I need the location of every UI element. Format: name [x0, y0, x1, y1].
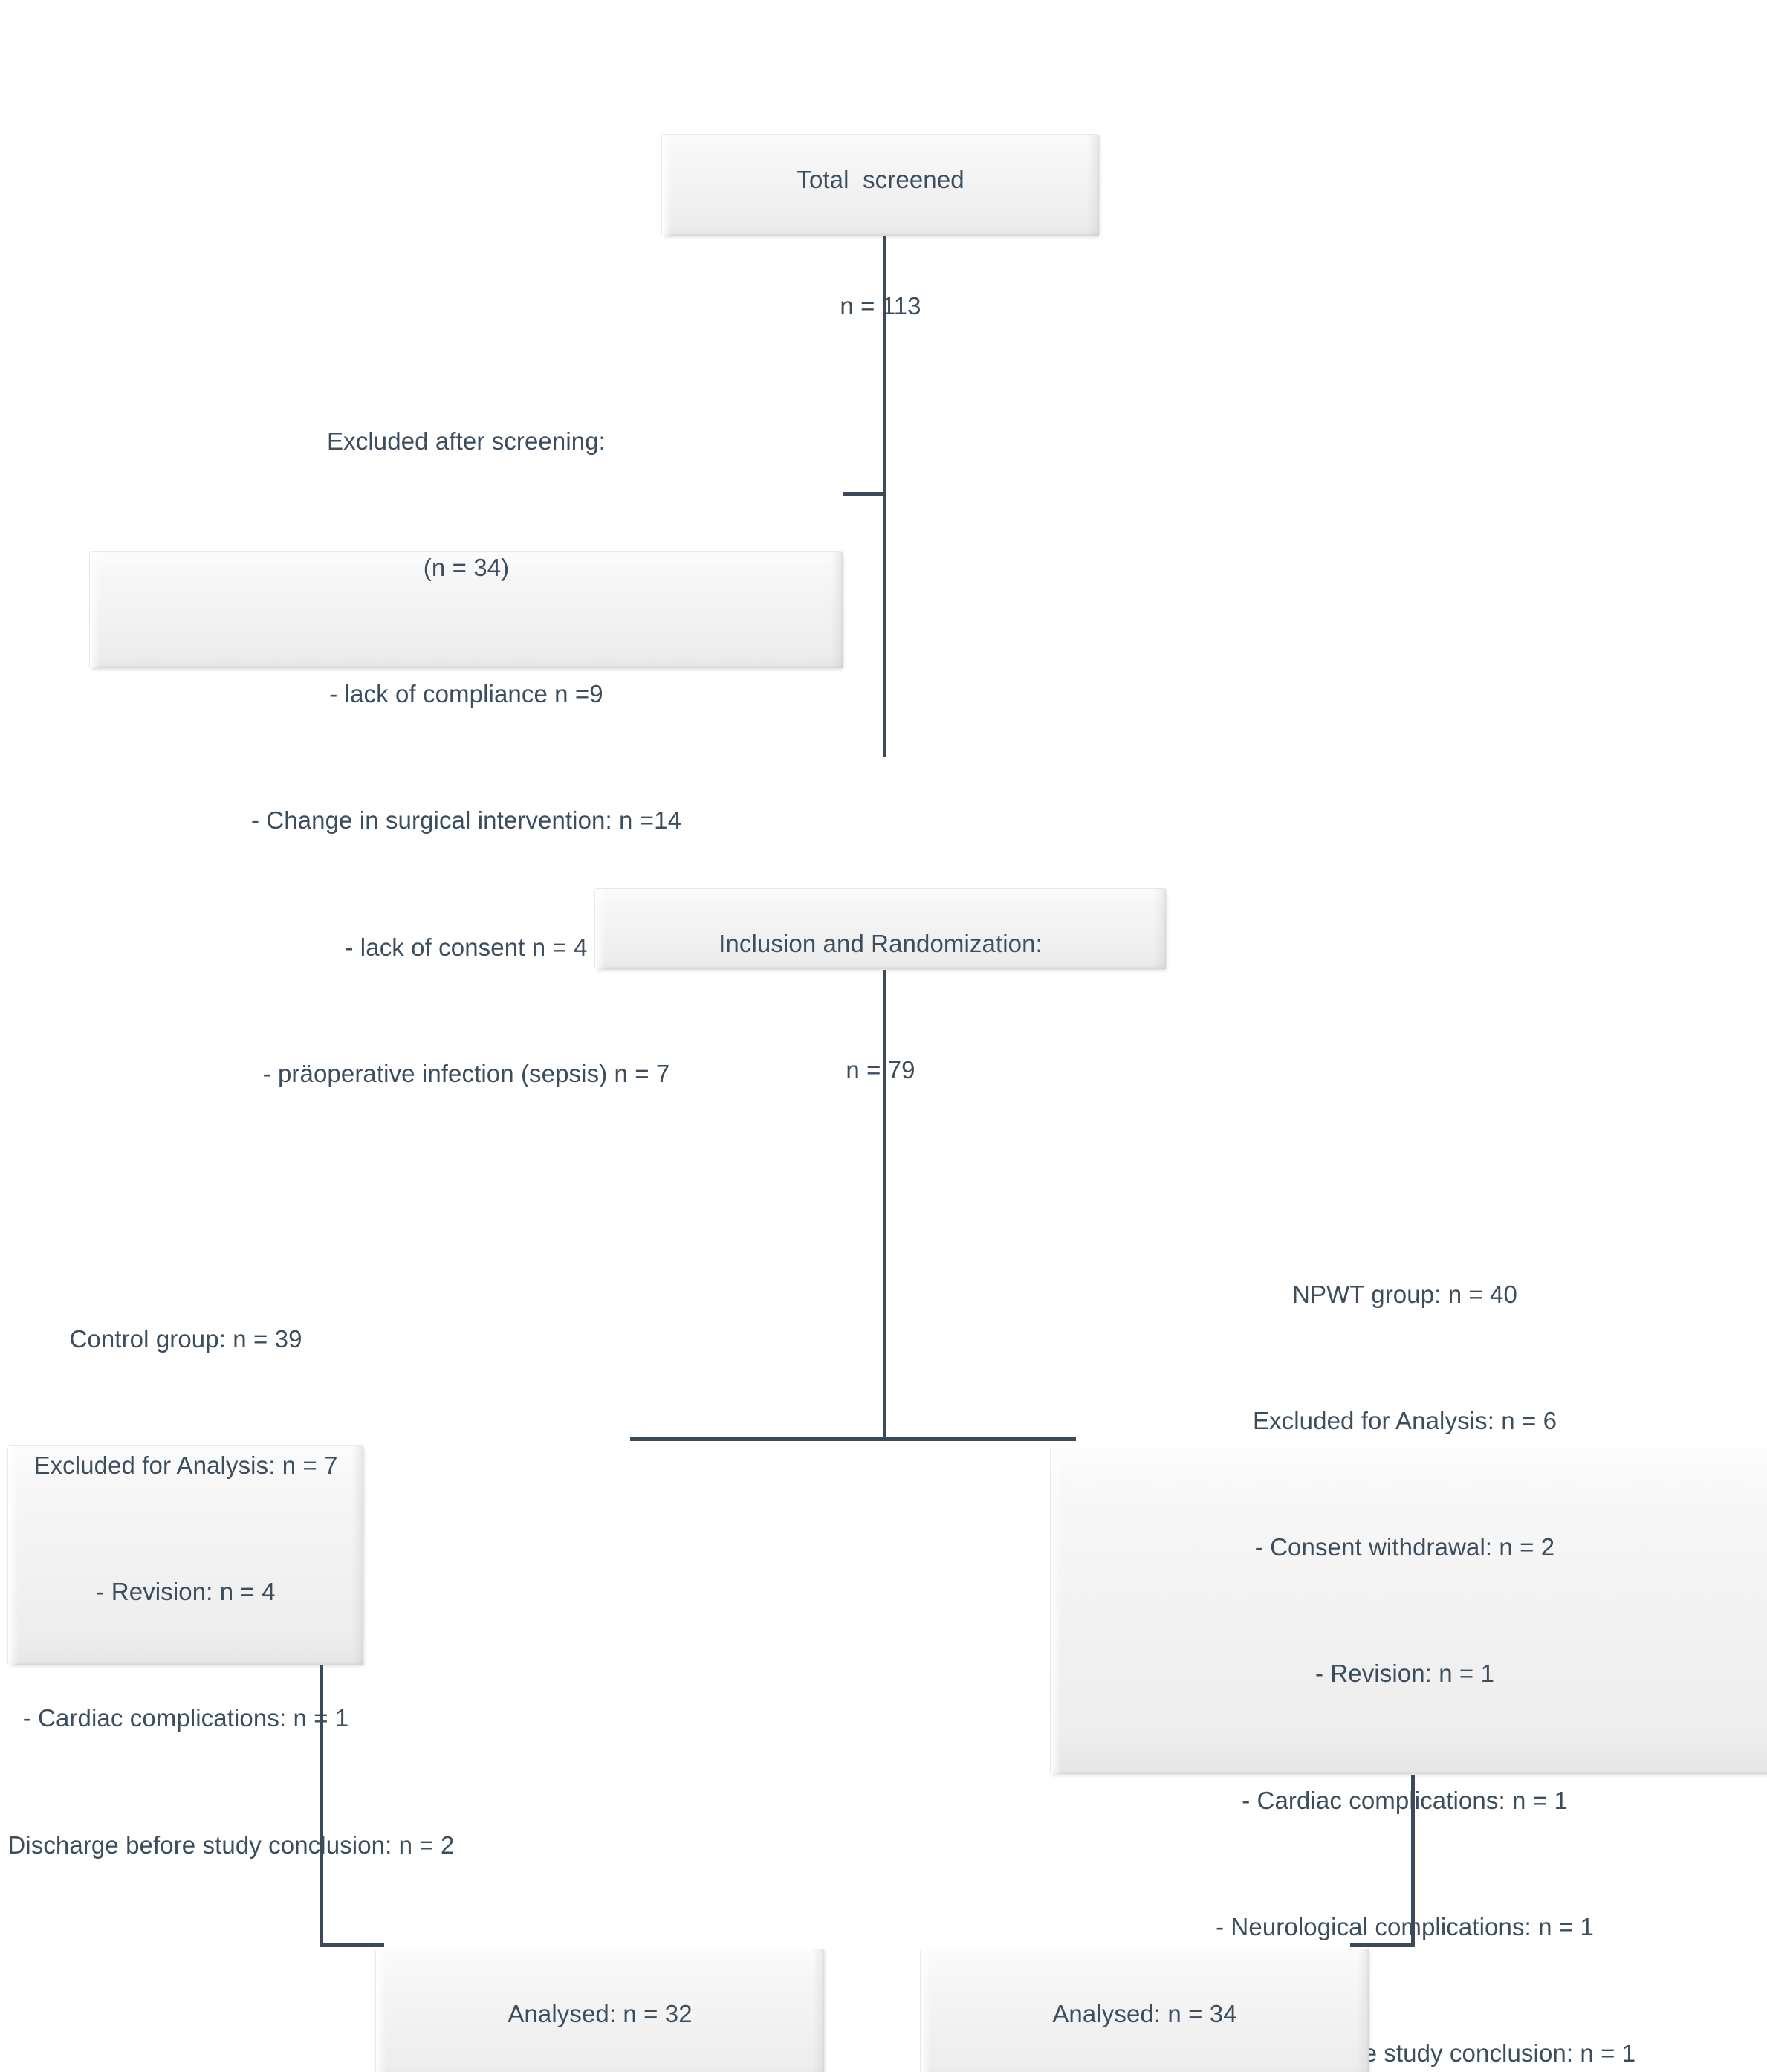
- connector-screened-to-randomization: [883, 236, 886, 757]
- npwt-reason-3: - Neurological complications: n = 1: [1216, 1912, 1594, 1940]
- connector-stub-to-excluded: [843, 492, 886, 496]
- npwt-reason-1: - Revision: n = 1: [1314, 1660, 1495, 1688]
- connector-control-down: [320, 1665, 323, 1947]
- analysed-npwt-label: Analysed: n = 34: [1052, 1999, 1237, 2027]
- npwt-group-text: NPWT group: n = 40 Excluded for Analysis…: [1039, 1189, 1767, 2072]
- npwt-reason-2: - Cardiac complications: n = 1: [1242, 1786, 1568, 1814]
- control-reason-0: - Revision: n = 4: [96, 1578, 276, 1605]
- connector-control-elbow: [320, 1943, 384, 1947]
- analysed-npwt-text: Analysed: n = 34: [920, 1908, 1369, 2072]
- excluded-count: (n = 34): [423, 553, 510, 581]
- total-screened-label: Total screened: [797, 165, 964, 193]
- excluded-reason-0: - lack of compliance n =9: [329, 680, 603, 708]
- control-excluded-title: Excluded for Analysis: n = 7: [33, 1451, 338, 1479]
- excluded-title: Excluded after screening:: [327, 427, 606, 455]
- connector-split-bar: [630, 1437, 1076, 1441]
- control-group-title: Control group: n = 39: [69, 1324, 302, 1353]
- total-screened-value: n = 113: [840, 291, 921, 320]
- total-screened-text: Total screened n = 113: [587, 74, 1174, 412]
- excluded-after-screening-box: [89, 551, 843, 669]
- total-screened-box: [661, 134, 1100, 236]
- connector-npwt-down: [1411, 1775, 1415, 1947]
- randomization-label: Inclusion and Randomization:: [719, 929, 1043, 957]
- control-group-box: [7, 1445, 364, 1665]
- excluded-reason-2: - lack of consent n = 4: [345, 933, 588, 961]
- analysed-npwt-box: [920, 1949, 1369, 2072]
- npwt-group-box: [1050, 1448, 1767, 1775]
- control-reason-2: - Discharge before study conclusion: n =…: [0, 1830, 455, 1859]
- analysed-control-text: Analysed: n = 32: [375, 1908, 825, 2072]
- connector-npwt-elbow: [1350, 1943, 1415, 1947]
- inclusion-randomization-text: Inclusion and Randomization: n = 79: [550, 838, 1211, 1176]
- npwt-excluded-title: Excluded for Analysis: n = 6: [1252, 1406, 1557, 1434]
- excluded-reason-3: - präoperative infection (sepsis) n = 7: [262, 1059, 670, 1087]
- connector-randomization-down: [883, 970, 886, 1441]
- control-group-text: Control group: n = 39 Excluded for Analy…: [0, 1234, 455, 1951]
- inclusion-randomization-box: [594, 888, 1167, 970]
- control-reason-1: - Cardiac complications: n = 1: [22, 1704, 349, 1732]
- randomization-value: n = 79: [846, 1055, 915, 1084]
- npwt-reason-0: - Consent withdrawal: n = 2: [1254, 1533, 1555, 1561]
- npwt-group-title: NPWT group: n = 40: [1292, 1280, 1517, 1308]
- analysed-control-box: [375, 1949, 825, 2072]
- analysed-control-label: Analysed: n = 32: [508, 1999, 693, 2027]
- excluded-reason-1: - Change in surgical intervention: n =14: [250, 806, 682, 835]
- excluded-after-screening-text: Excluded after screening: (n = 34) - lac…: [71, 336, 862, 1179]
